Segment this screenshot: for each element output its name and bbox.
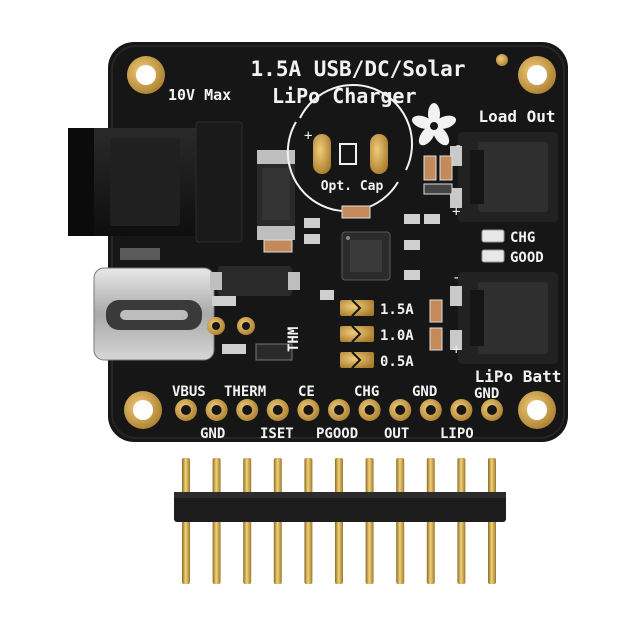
- header-pad: [266, 399, 289, 421]
- pin-label-gnd-top: GND: [412, 384, 437, 400]
- header-pad: [236, 399, 259, 421]
- pin-label-gnd: GND: [200, 426, 225, 442]
- adafruit-flower-logo: [411, 103, 457, 146]
- lipo-batt-label: LiPo Batt: [475, 367, 562, 386]
- pin-label-gnd-right: GND: [474, 386, 499, 402]
- current-label-1-0a: 1.0A: [380, 328, 414, 344]
- header-pad: [328, 399, 350, 421]
- pin-label-pgood: PGOOD: [316, 426, 358, 442]
- pin-header-plastic: [174, 492, 506, 522]
- mounting-hole-bottom-right: [518, 391, 556, 429]
- svg-text:-: -: [454, 138, 462, 154]
- usb-c-connector: [93, 248, 215, 361]
- title-line-1: 1.5A USB/DC/Solar: [251, 57, 466, 81]
- header-pad: [481, 399, 503, 421]
- title-line-2: LiPo Charger: [272, 84, 417, 108]
- smd-components-right: [212, 155, 453, 354]
- pin-label-out: OUT: [384, 426, 409, 442]
- pin-label-lipo: LIPO: [440, 426, 474, 442]
- schottky-diode: [210, 266, 300, 296]
- header-pad: [450, 399, 473, 421]
- current-label-1-5a: 1.5A: [380, 302, 414, 318]
- mounting-hole-top-right: [518, 56, 556, 94]
- pin-label-vbus: VBUS: [172, 384, 206, 400]
- svg-text:+: +: [304, 128, 312, 144]
- pin-label-ce: CE: [298, 384, 315, 400]
- chg-led: [481, 229, 505, 243]
- header-pad: [297, 399, 320, 421]
- opt-cap-label: Opt. Cap: [321, 179, 384, 194]
- header-pad: [389, 399, 412, 421]
- good-led-label: GOOD: [510, 250, 544, 266]
- pin-label-chg: CHG: [354, 384, 379, 400]
- svg-text:+: +: [452, 204, 460, 220]
- load-out-jst-connector: [450, 132, 558, 222]
- pin-labels-top: VBUS THERM CE CHG GND GND: [172, 384, 499, 402]
- lipo-plus-label: +: [452, 342, 460, 358]
- lipo-batt-jst-connector: [450, 272, 558, 364]
- header-pad-row: [175, 399, 503, 421]
- pin-labels-bottom: GND ISET PGOOD OUT LIPO: [200, 426, 474, 442]
- header-pad: [419, 399, 442, 421]
- current-jumper-1-0a: [340, 325, 374, 343]
- thm-label: THM: [286, 327, 302, 352]
- optional-capacitor-footprint: + Opt. Cap: [286, 83, 414, 213]
- title-voltage-max: 10V Max: [168, 86, 231, 104]
- pin-label-therm: THERM: [224, 384, 266, 400]
- mounting-hole-top-left: [127, 56, 165, 94]
- load-out-label: Load Out: [478, 107, 555, 126]
- header-pad: [205, 399, 228, 421]
- thermistor-pads: [207, 317, 293, 361]
- current-jumper-0-5a: [340, 351, 374, 369]
- charger-ic: [341, 231, 391, 281]
- dc-barrel-jack: [68, 121, 243, 243]
- lipo-minus-label: -: [452, 270, 460, 286]
- current-label-0-5a: 0.5A: [380, 354, 414, 370]
- header-pad: [175, 399, 197, 421]
- mounting-hole-bottom-left: [124, 391, 162, 429]
- current-jumper-1-5a: [340, 299, 374, 317]
- header-pad: [358, 399, 381, 421]
- diode-chip: [257, 150, 295, 240]
- good-led: [481, 249, 505, 263]
- chg-led-label: CHG: [510, 230, 535, 246]
- pin-label-iset: ISET: [260, 426, 294, 442]
